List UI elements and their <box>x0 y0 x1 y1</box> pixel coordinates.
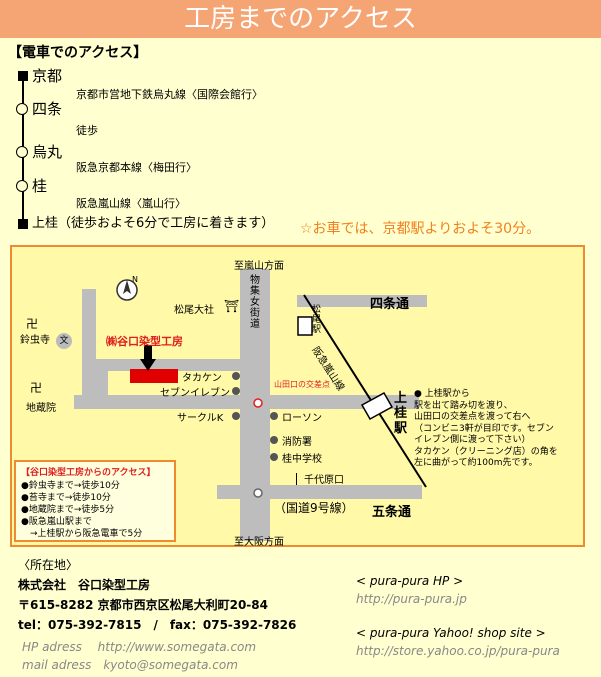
line-info: 京都市営地下鉄烏丸線〈国際会館行〉 <box>76 88 263 101</box>
label-lawson: ローソン <box>282 413 322 424</box>
page-title: 工房までのアクセス <box>184 4 417 34</box>
label-street-vertical: 物集女街道 <box>250 275 260 330</box>
label-company: ㈱谷口染型工房 <box>106 335 183 348</box>
list-item: ●苔寺まで→徒歩10分 <box>21 493 111 503</box>
tel-fax: tel：075-392-7815 / fax：075-392-7826 <box>18 618 297 632</box>
label-matsuo-station: 松尾駅 <box>312 305 322 335</box>
access-box-title: 【谷口染型工房からのアクセス】 <box>21 468 156 478</box>
temple-icon: 卍 <box>30 381 43 395</box>
road-gojo <box>217 485 422 499</box>
car-note: ☆お車では、京都駅よりおよそ30分。 <box>300 221 541 237</box>
road-branch <box>96 365 108 403</box>
label-kamikatsura-station: 上桂駅 <box>394 391 408 436</box>
school-icon: 文 <box>56 333 72 349</box>
road-yamadaguchi <box>74 395 419 409</box>
workshop-building <box>130 369 178 383</box>
compass-north-icon: N <box>116 275 138 301</box>
temple-icon: 卍 <box>26 317 39 331</box>
label-circle-k: サークルK <box>177 413 224 424</box>
station-marker-circle <box>16 180 28 192</box>
list-item: ●鈴虫寺まで→徒歩10分 <box>21 481 120 491</box>
label-shijo-dori: 四条通 <box>370 297 410 312</box>
label-route9: （国道9号線） <box>274 501 354 515</box>
label-matsuo-taisha: 松尾大社 <box>174 305 214 316</box>
hp-link[interactable]: http://pura-pura.jp <box>356 592 467 606</box>
station-marker-circle <box>16 103 28 115</box>
station-marker-circle <box>16 146 28 158</box>
label-katsura-middle: 桂中学校 <box>282 454 322 465</box>
mail-address[interactable]: mail adress kyoto@somegata.com <box>22 658 238 672</box>
road-west <box>82 289 96 407</box>
hp-title: < pura-pura HP > <box>356 574 464 588</box>
railway-line <box>253 294 427 498</box>
station-kamikatsura: 上桂（徒歩およそ6分で工房に着きます） <box>32 216 275 231</box>
map-dot <box>232 372 240 380</box>
line-info: 阪急嵐山線〈嵐山行〉 <box>76 197 186 210</box>
label-suzumushi: 鈴虫寺 <box>20 335 50 346</box>
line-info: 阪急京都本線〈梅田行〉 <box>76 161 197 174</box>
map-dot <box>232 412 240 420</box>
station-shijo: 四条 <box>32 100 63 118</box>
road-to-workshop <box>82 359 242 371</box>
station-katsura: 桂 <box>32 177 48 195</box>
address-heading: 〈所在地〉 <box>18 558 79 572</box>
company-name: 株式会社 谷口染型工房 <box>18 578 151 592</box>
map-dot <box>270 412 278 420</box>
postal-address: 〒615-8282 京都市西京区松尾大利町20-84 <box>18 598 268 612</box>
map-dot <box>270 453 278 461</box>
label-chiyohara: 千代原口 <box>304 475 344 486</box>
label-yamadaguchi: 山田口の交差点 <box>274 380 330 389</box>
shop-link[interactable]: http://store.yahoo.co.jp/pura-pura <box>356 644 560 658</box>
label-south: 至大阪方面 <box>234 537 284 548</box>
list-item: →上桂駅から阪急電車で5分 <box>21 529 143 539</box>
label-gojo-dori: 五条通 <box>372 505 412 520</box>
svg-text:N: N <box>132 275 138 284</box>
line-info: 徒歩 <box>76 124 98 137</box>
train-section-title: 【電車でのアクセス】 <box>8 45 148 61</box>
shop-title: < pura-pura Yahoo! shop site > <box>356 626 546 640</box>
title-bar <box>0 0 601 38</box>
station-marker-square <box>18 71 28 81</box>
list-item: ●地蔵院まで→徒歩5分 <box>21 505 115 515</box>
list-item: ●阪急嵐山駅まで <box>21 517 92 527</box>
label-north: 至嵐山方面 <box>234 261 284 272</box>
shrine-icon: ⛩ <box>224 299 240 313</box>
label-seven-eleven: セブンイレブン <box>160 388 230 399</box>
label-jizoin: 地蔵院 <box>26 403 56 414</box>
road-shijo <box>297 295 427 307</box>
nearby-access-box: 【谷口染型工房からのアクセス】 ●鈴虫寺まで→徒歩10分 ●苔寺まで→徒歩10分… <box>14 460 176 542</box>
directions-note: ● 上桂駅から 駅を出て踏み切を渡り、 山田口の交差点を渡って右へ （コンビニ3… <box>414 389 558 468</box>
station-marker-square <box>18 219 28 229</box>
station-karasuma: 烏丸 <box>32 143 63 161</box>
map-dot <box>232 387 240 395</box>
map-dot <box>270 436 278 444</box>
hp-address[interactable]: HP adress http://www.somegata.com <box>22 640 257 654</box>
arrow-down-icon <box>140 345 156 371</box>
leader-line <box>296 473 297 485</box>
label-takaken: タカケン <box>182 373 222 384</box>
station-kyoto: 京都 <box>32 67 63 85</box>
label-fire-station: 消防署 <box>282 437 312 448</box>
